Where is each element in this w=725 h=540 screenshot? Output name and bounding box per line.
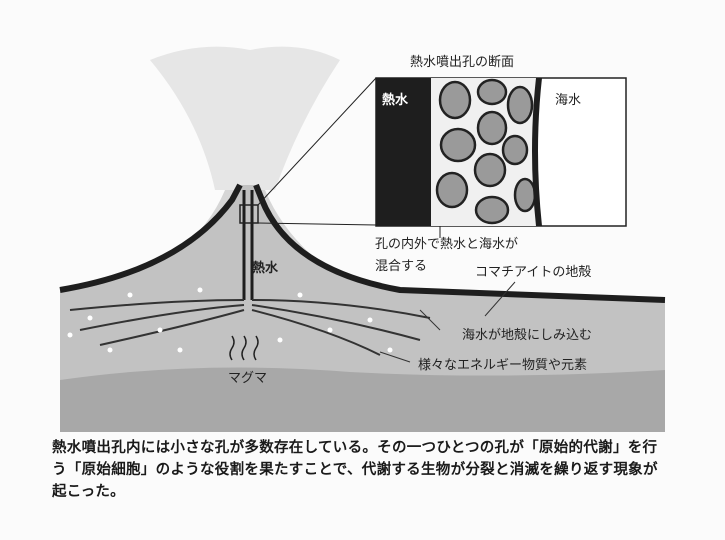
inset-sea-water-label: 海水 bbox=[555, 93, 581, 108]
elements-label: 様々なエネルギー物質や元素 bbox=[418, 358, 587, 373]
mixing-label-line1: 孔の内外で熱水と海水が bbox=[375, 236, 518, 252]
seepage-channels bbox=[69, 299, 431, 356]
elements-pointer bbox=[379, 351, 411, 363]
seep-pointer bbox=[419, 309, 441, 331]
zoom-lines bbox=[257, 77, 377, 226]
vent-cross-section-inset bbox=[375, 77, 627, 227]
vent-plume bbox=[150, 46, 340, 191]
magma-layer bbox=[60, 367, 665, 432]
inset-hot-water-label: 熱水 bbox=[382, 92, 409, 108]
figure-caption: 熱水噴出孔内には小さな孔が多数存在している。その一つひとつの孔が「原始的代謝」を… bbox=[52, 440, 658, 500]
mixing-label-line2: 混合する bbox=[375, 259, 427, 274]
heat-arrows bbox=[229, 335, 259, 361]
inset-title: 熱水噴出孔の断面 bbox=[410, 55, 514, 70]
element-dots bbox=[67, 287, 393, 353]
crust-surface bbox=[59, 183, 666, 303]
seep-label: 海水が地殻にしみ込む bbox=[462, 328, 592, 343]
vent-channel bbox=[242, 190, 254, 300]
crust-label: コマチアイトの地殻 bbox=[475, 265, 591, 280]
crust-pointer bbox=[484, 281, 516, 317]
zoom-marker bbox=[239, 204, 259, 224]
magma-label: マグマ bbox=[228, 371, 267, 386]
hot-water-label: 熱水 bbox=[252, 260, 279, 276]
